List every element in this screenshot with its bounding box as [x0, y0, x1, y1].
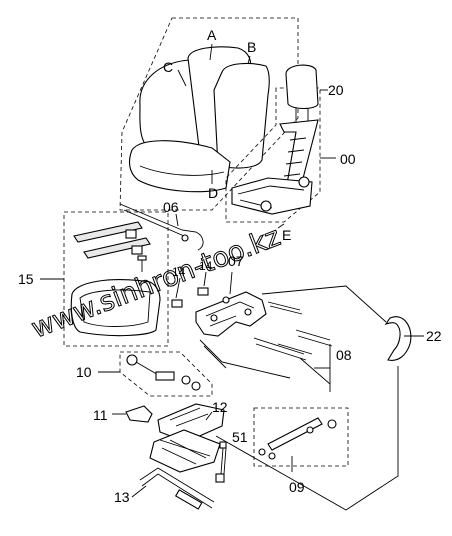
- label-D: D: [208, 185, 218, 201]
- label-00: 00: [340, 151, 356, 167]
- label-10: 10: [76, 364, 92, 380]
- lever-bracket-group: [119, 351, 213, 397]
- label-20: 20: [328, 82, 344, 98]
- label-12: 12: [212, 399, 228, 415]
- bolt-51: [215, 441, 227, 483]
- lever-13: [139, 467, 215, 510]
- bracket-11: [125, 405, 153, 423]
- label-51: 51: [232, 429, 248, 445]
- slide-frame-07: [171, 271, 267, 337]
- label-22: 22: [426, 328, 442, 344]
- suspension-12: [149, 403, 225, 473]
- label-06: 06: [163, 199, 179, 215]
- shock-absorber-group: [253, 407, 349, 472]
- label-07: 07: [228, 253, 244, 269]
- label-A: A: [207, 27, 217, 43]
- springs-08: [199, 301, 333, 392]
- label-09: 09: [289, 479, 305, 495]
- seat-cushion-group: [119, 17, 299, 211]
- slide-rail-group: [63, 211, 169, 347]
- headrest: [285, 64, 319, 110]
- seat-frame-group: [225, 64, 321, 223]
- cable-lever-06: [119, 203, 204, 251]
- connector-lines: [215, 285, 399, 511]
- label-C: C: [163, 59, 173, 75]
- cover-22: [384, 316, 412, 361]
- label-08: 08: [336, 347, 352, 363]
- part-labels: A B C D E 20 00 06 15 14 14 07 22 08 10 …: [18, 27, 442, 505]
- label-15: 15: [18, 271, 34, 287]
- label-14-right: 14: [199, 259, 213, 273]
- label-B: B: [247, 39, 256, 55]
- label-E: E: [282, 227, 291, 243]
- label-14-left: 14: [172, 265, 186, 279]
- label-11: 11: [93, 407, 108, 423]
- leader-lines: [40, 43, 424, 498]
- label-13: 13: [114, 489, 130, 505]
